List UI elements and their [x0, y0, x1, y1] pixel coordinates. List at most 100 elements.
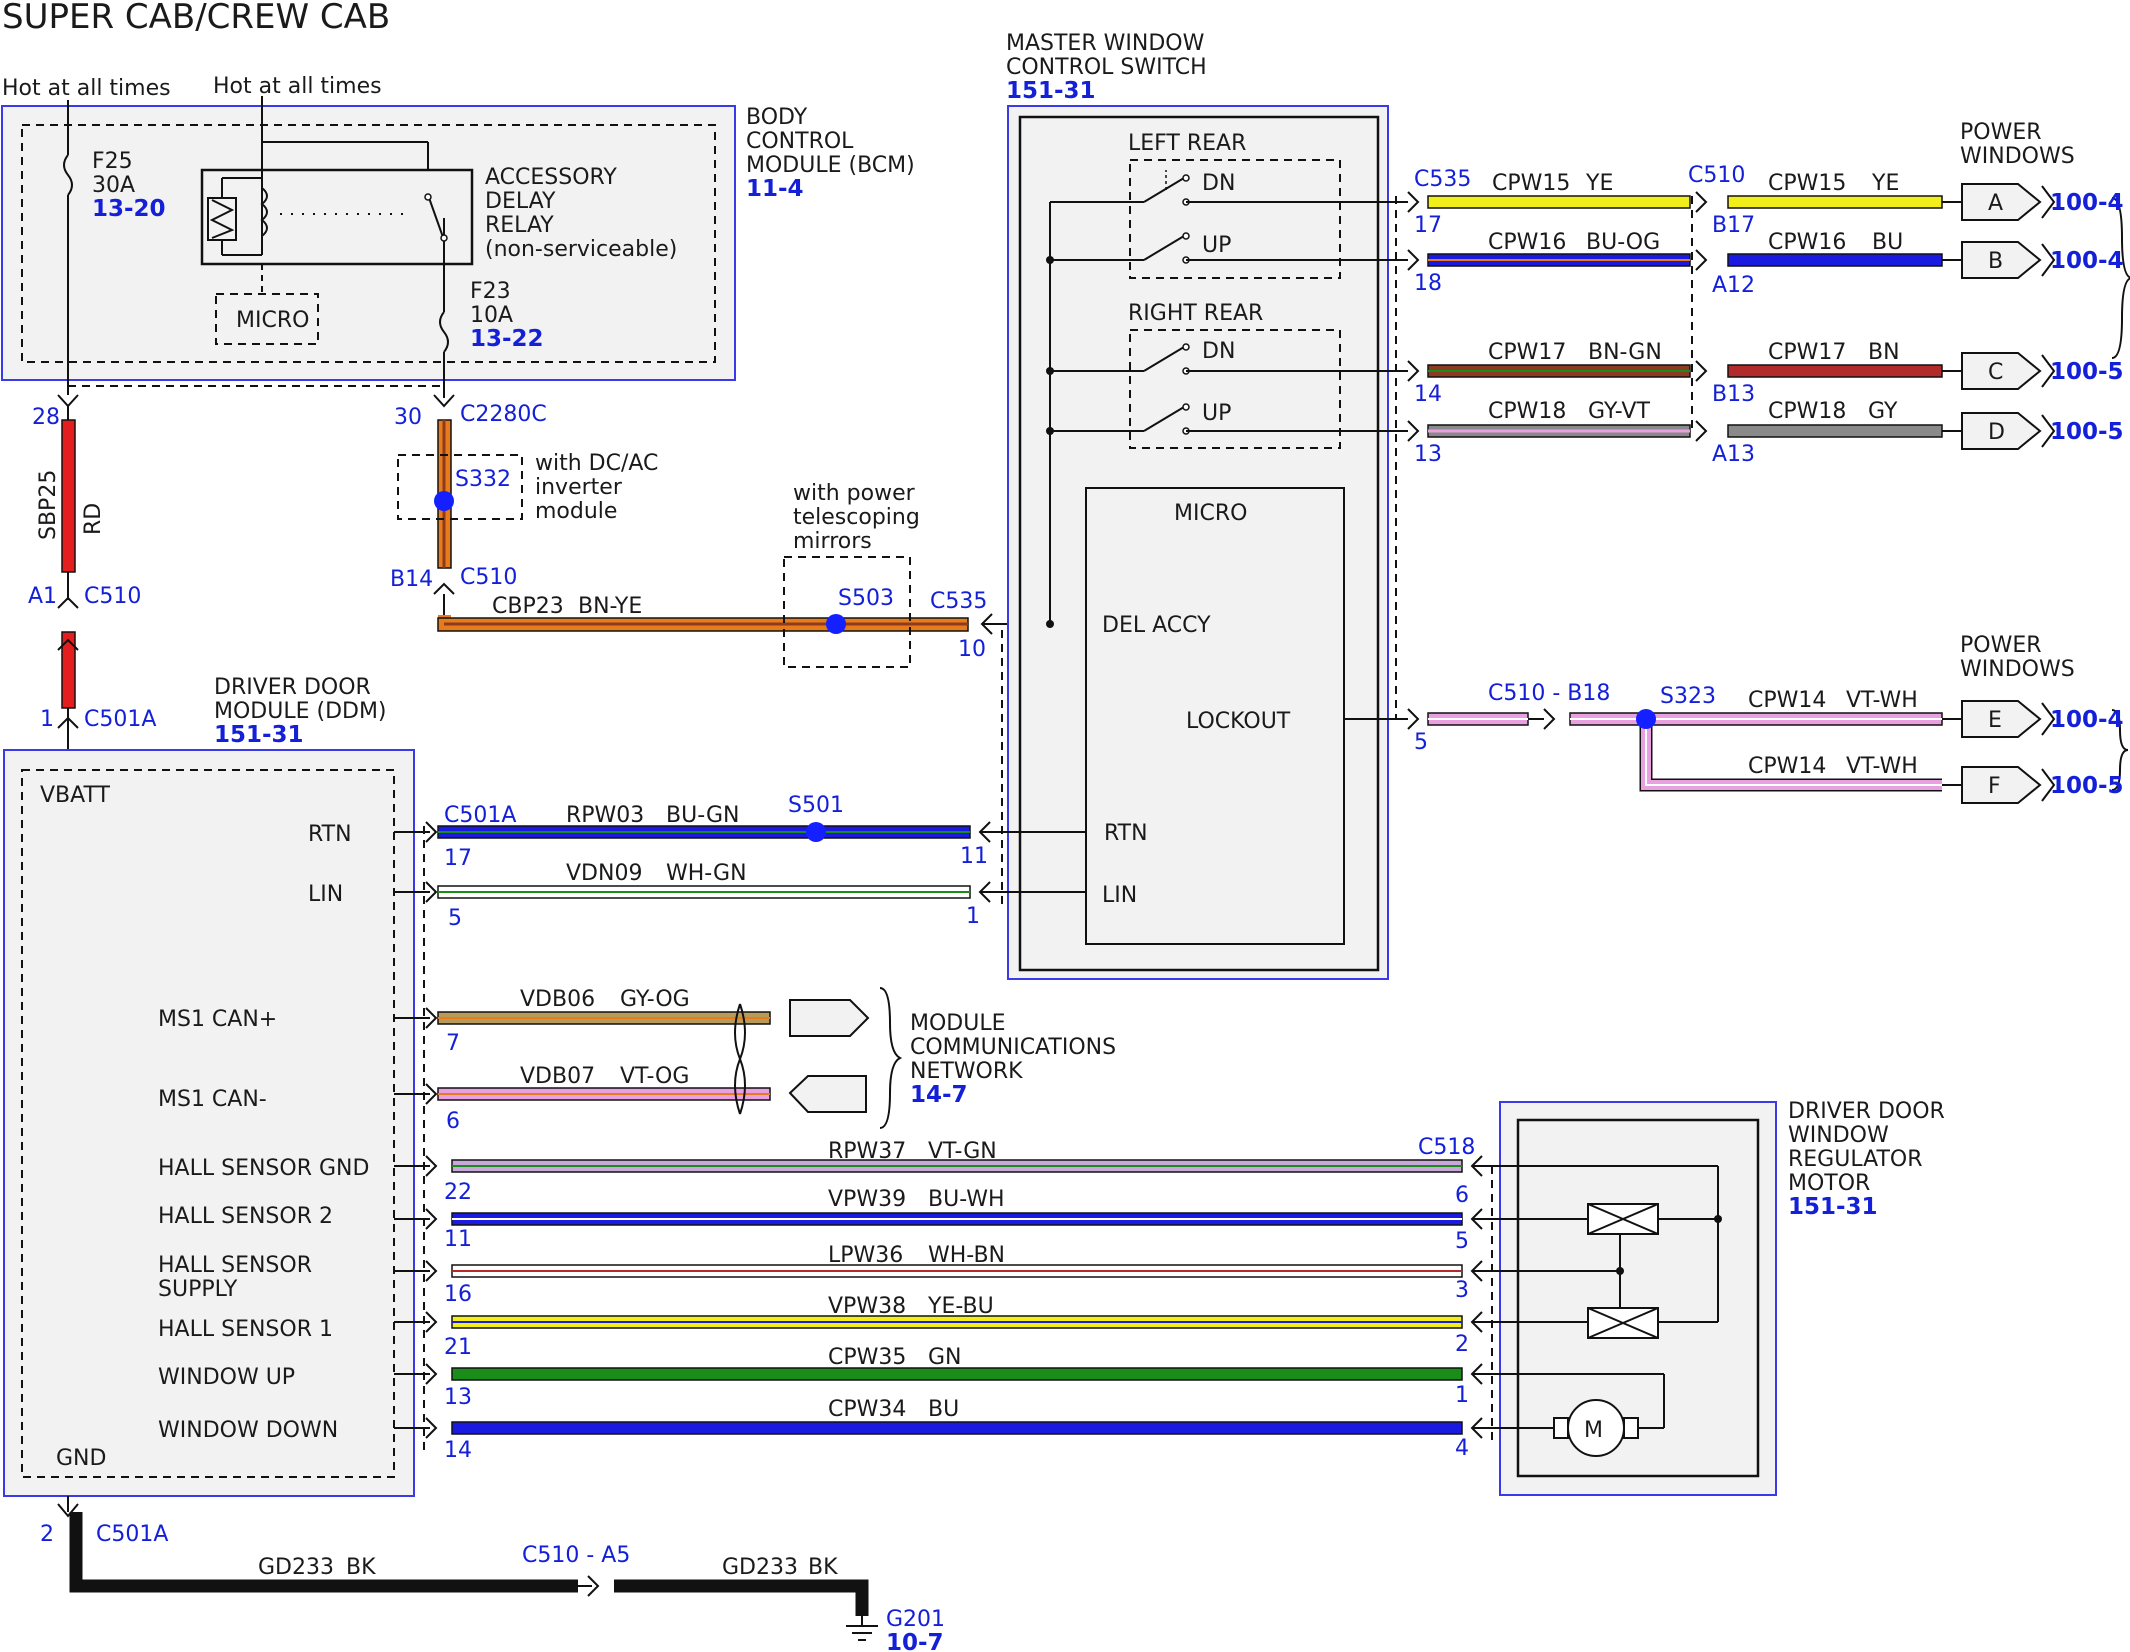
wire-cpw16[interactable]	[1407, 249, 1962, 271]
wire-vdn09-color: WH-GN	[666, 861, 747, 886]
power-windows-wires[interactable]	[1407, 191, 1962, 792]
note-inverter-1: with DC/AC	[535, 451, 658, 476]
s503-option-box	[783, 556, 911, 668]
pw-ref[interactable]: 100-5	[2050, 773, 2124, 799]
ground-wire-gd233[interactable]	[57, 1496, 878, 1641]
mcn-brace-icon	[879, 987, 903, 1129]
wire-cpw14[interactable]	[1407, 708, 1962, 792]
wire-vdb06[interactable]	[394, 1007, 771, 1029]
splice-s503-label[interactable]: S503	[838, 586, 894, 611]
wire-cpw15[interactable]	[1407, 191, 1962, 213]
wire-cpw15-label-b: CPW15	[1768, 171, 1846, 196]
relay-box	[200, 168, 474, 266]
splice-s501-label[interactable]: S501	[788, 793, 844, 818]
connector-c510-a1[interactable]: C510	[84, 584, 141, 609]
master-window-switch: MASTER WINDOW CONTROL SWITCH 151-31 LEFT…	[1006, 31, 1408, 980]
wire-cpw18-color-b: GY	[1868, 399, 1898, 424]
connector-c501a-rtn[interactable]: C501A	[444, 803, 516, 828]
wire-cpw17[interactable]	[1407, 360, 1962, 382]
left-rear-label: LEFT REAR	[1128, 131, 1246, 156]
connector-c510-b14[interactable]: C510	[460, 565, 517, 590]
ddm-ref[interactable]: 151-31	[214, 722, 304, 748]
fuse-f25-name: F25	[92, 149, 133, 174]
connector-c535-pw[interactable]: C535	[1414, 167, 1471, 192]
bcm-ref[interactable]: 11-4	[746, 176, 804, 202]
wire-cpw34[interactable]	[394, 1417, 1502, 1439]
motor-name-line4: MOTOR	[1788, 1171, 1870, 1196]
ground-g201-ref[interactable]: 10-7	[886, 1630, 944, 1652]
bcm-name-line2: CONTROL	[746, 129, 854, 154]
connector-c2280c[interactable]: C2280C	[460, 402, 547, 427]
ddm-pin-win-down: WINDOW DOWN	[158, 1418, 338, 1443]
ddm-pin-hall1: HALL SENSOR 1	[158, 1317, 333, 1342]
wire-sbp25-color: RD	[81, 503, 106, 535]
splice-s323-label[interactable]: S323	[1660, 684, 1716, 709]
connector-c535-10[interactable]: C535	[930, 589, 987, 614]
pw-tag-e[interactable]: E 100-4	[1961, 700, 2124, 738]
splice-s332-label[interactable]: S332	[455, 467, 511, 492]
wire-cpw18-label-a: CPW18	[1488, 399, 1566, 424]
ddm-wires[interactable]	[394, 821, 1502, 1439]
pw-tag-c[interactable]: C 100-5	[1961, 352, 2124, 390]
bcm-name-line3: MODULE (BCM)	[746, 153, 915, 178]
ddm-pin-win-up: WINDOW UP	[158, 1365, 295, 1390]
pw-ref[interactable]: 100-5	[2050, 359, 2124, 385]
bcm-micro-box	[215, 293, 319, 345]
wire-cpw15-color-b: YE	[1871, 171, 1899, 196]
wire-vdb07[interactable]	[394, 1083, 771, 1105]
pw-ref[interactable]: 100-5	[2050, 419, 2124, 445]
mcn-ref[interactable]: 14-7	[910, 1082, 968, 1108]
ddm-pin-can-minus: MS1 CAN-	[158, 1087, 267, 1112]
pw-tag-letter: E	[1988, 708, 2002, 733]
connector-c510-a5[interactable]: C510 - A5	[522, 1543, 630, 1568]
fuse-f25-ref[interactable]: 13-20	[92, 196, 166, 222]
wire-cpw35[interactable]	[394, 1363, 1502, 1385]
pw-brace-icon	[2111, 197, 2130, 359]
wire-rpw37[interactable]	[394, 1155, 1502, 1177]
fuse-f23-ref[interactable]: 13-22	[470, 326, 544, 352]
pw-ref[interactable]: 100-4	[2050, 190, 2124, 216]
connector-c518[interactable]: C518	[1418, 1135, 1475, 1160]
wire-cpw16-color-b: BU	[1872, 230, 1903, 255]
motor-ref[interactable]: 151-31	[1788, 1194, 1878, 1220]
bcm-micro-label: MICRO	[236, 308, 309, 333]
pw-ref[interactable]: 100-4	[2050, 707, 2124, 733]
wire-cpw14-color-b: VT-WH	[1846, 754, 1918, 779]
fuse-f25-rating: 30A	[92, 173, 135, 198]
mwcs-ref[interactable]: 151-31	[1006, 78, 1096, 104]
wire-rpw37-color: VT-GN	[928, 1139, 997, 1164]
wire-vpw39[interactable]	[394, 1208, 1502, 1230]
pw-tag-letter: C	[1988, 360, 2003, 385]
wire-cpw18[interactable]	[1407, 420, 1962, 442]
can-plus-connector-icon	[789, 999, 870, 1037]
wire-rpw03[interactable]	[394, 821, 1010, 843]
connector-c510-pw[interactable]: C510	[1688, 163, 1745, 188]
switch-icon-rr-dn	[1143, 343, 1408, 375]
wire-lpw36[interactable]	[394, 1260, 1502, 1282]
relay-line4: (non-serviceable)	[485, 237, 677, 262]
pin-6-ddm: 6	[446, 1109, 460, 1134]
pw-ref[interactable]: 100-4	[2050, 248, 2124, 274]
connector-c510-b18[interactable]: C510 - B18	[1488, 681, 1610, 706]
pin-7-ddm: 7	[446, 1031, 460, 1056]
connector-c501a-gnd[interactable]: C501A	[96, 1522, 168, 1547]
pin-m5: 5	[1455, 1229, 1469, 1254]
wire-gd233-label-b: GD233	[722, 1555, 798, 1580]
relay-line3: RELAY	[485, 213, 554, 238]
motor-m-label: M	[1584, 1418, 1603, 1443]
ddm-pin-lin: LIN	[308, 882, 343, 907]
wire-vpw39-color: BU-WH	[928, 1187, 1005, 1212]
connector-c501a-top[interactable]: C501A	[84, 707, 156, 732]
power-windows-label-4: WINDOWS	[1960, 657, 2075, 682]
ground-g201[interactable]: G201	[886, 1607, 945, 1632]
fuse-icon	[63, 154, 73, 196]
relay-line2: DELAY	[485, 189, 556, 214]
wire-vpw38[interactable]	[394, 1311, 1502, 1333]
wire-sbp25[interactable]	[61, 406, 76, 752]
wire-vdn09[interactable]	[394, 881, 1010, 903]
